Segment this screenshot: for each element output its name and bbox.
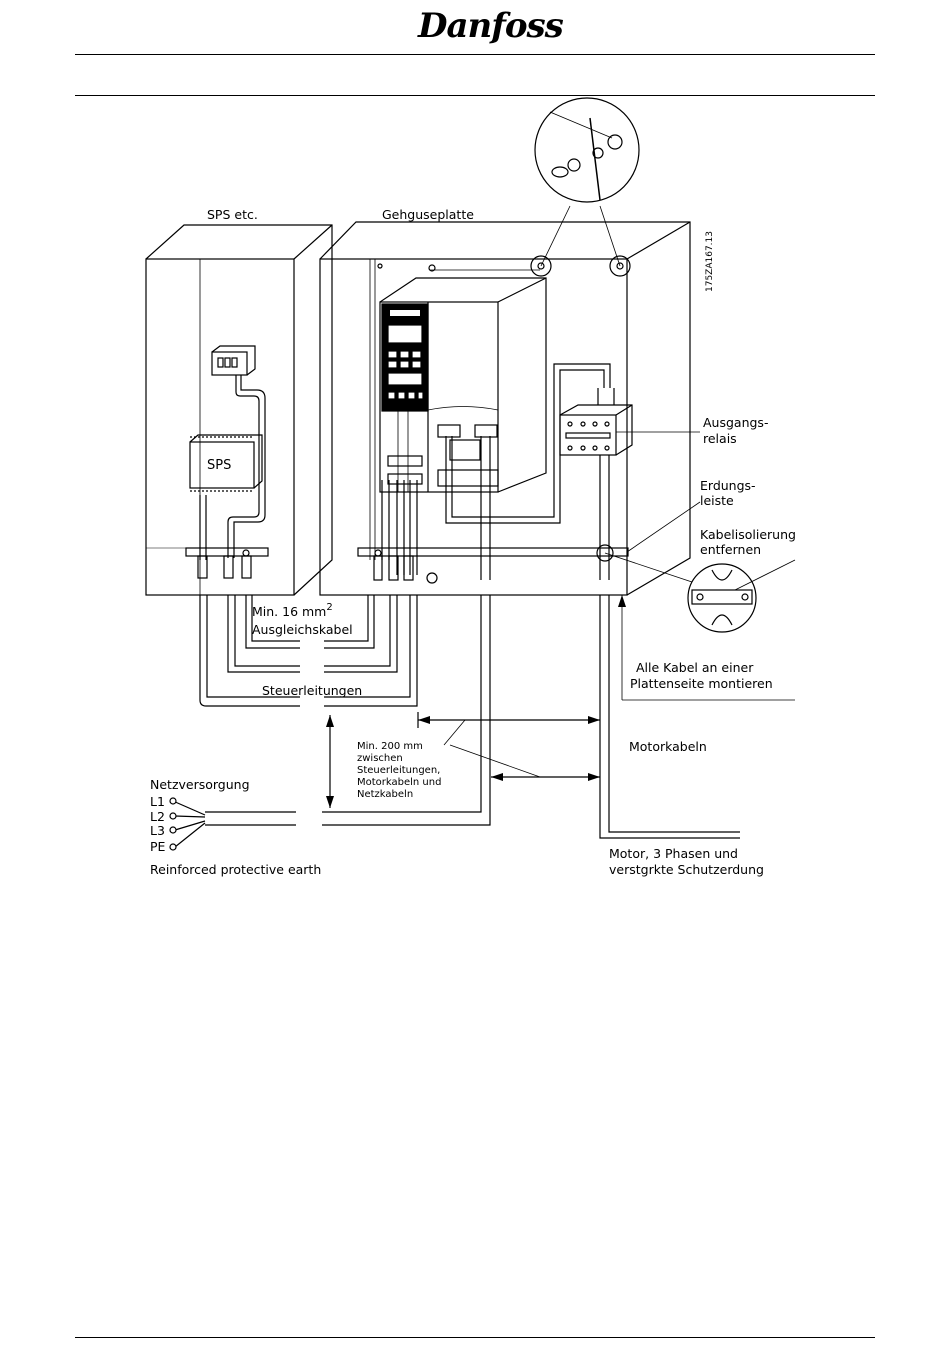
danfoss-logo: Danfoss	[418, 6, 564, 46]
label-sps-box: SPS	[207, 458, 231, 473]
label-motor-2: verstgrkte Schutzerdung	[609, 862, 764, 877]
label-mount-side-1: Alle Kabel an einer	[636, 660, 754, 675]
label-distance-5: Netzkabeln	[357, 789, 413, 800]
label-output-relay-2: relais	[703, 431, 737, 446]
label-equalizing-1: Min. 16 mm2	[252, 602, 333, 619]
label-sps-cabinet: SPS etc.	[207, 207, 258, 222]
label-mount-side-2: Plattenseite montieren	[630, 676, 773, 691]
label-reinforced-pe: Reinforced protective earth	[150, 862, 321, 877]
label-mains: Netzversorgung	[150, 777, 250, 792]
label-l3: L3	[150, 823, 165, 838]
label-motor-1: Motor, 3 Phasen und	[609, 846, 738, 861]
figure-code: 175ZA167.13	[705, 231, 715, 292]
footer-rule	[75, 1337, 875, 1338]
label-distance-3: Steuerleitungen,	[357, 765, 440, 776]
label-earth-bar-2: leiste	[700, 493, 734, 508]
frequency-converter	[379, 277, 547, 493]
label-mounting-plate: Gehguseplatte	[382, 207, 474, 222]
label-motor-cables: Motorkabeln	[629, 739, 707, 754]
label-l2: L2	[150, 809, 165, 824]
label-strip-insulation-1: Kabelisolierung	[700, 527, 796, 542]
label-strip-insulation-2: entfernen	[700, 542, 761, 557]
label-output-relay-1: Ausgangs-	[703, 415, 768, 430]
detail-circle-screw	[534, 97, 640, 267]
main-cabinet	[319, 221, 691, 596]
header-rule-top	[75, 54, 875, 55]
sps-display-box	[211, 345, 256, 376]
detail-circle-insulation	[604, 552, 757, 633]
label-distance-4: Motorkabeln und	[357, 777, 441, 788]
label-pe: PE	[150, 839, 166, 854]
output-relay	[559, 388, 633, 456]
label-control-lines: Steuerleitungen	[262, 683, 362, 698]
sps-cabinet	[145, 224, 333, 596]
label-distance-1: Min. 200 mm	[357, 741, 423, 752]
label-l1: L1	[150, 794, 165, 809]
label-earth-bar-1: Erdungs-	[700, 478, 756, 493]
header-rule-bottom	[75, 95, 875, 96]
label-equalizing-2: Ausgleichskabel	[252, 622, 353, 637]
label-distance-2: zwischen	[357, 753, 403, 764]
